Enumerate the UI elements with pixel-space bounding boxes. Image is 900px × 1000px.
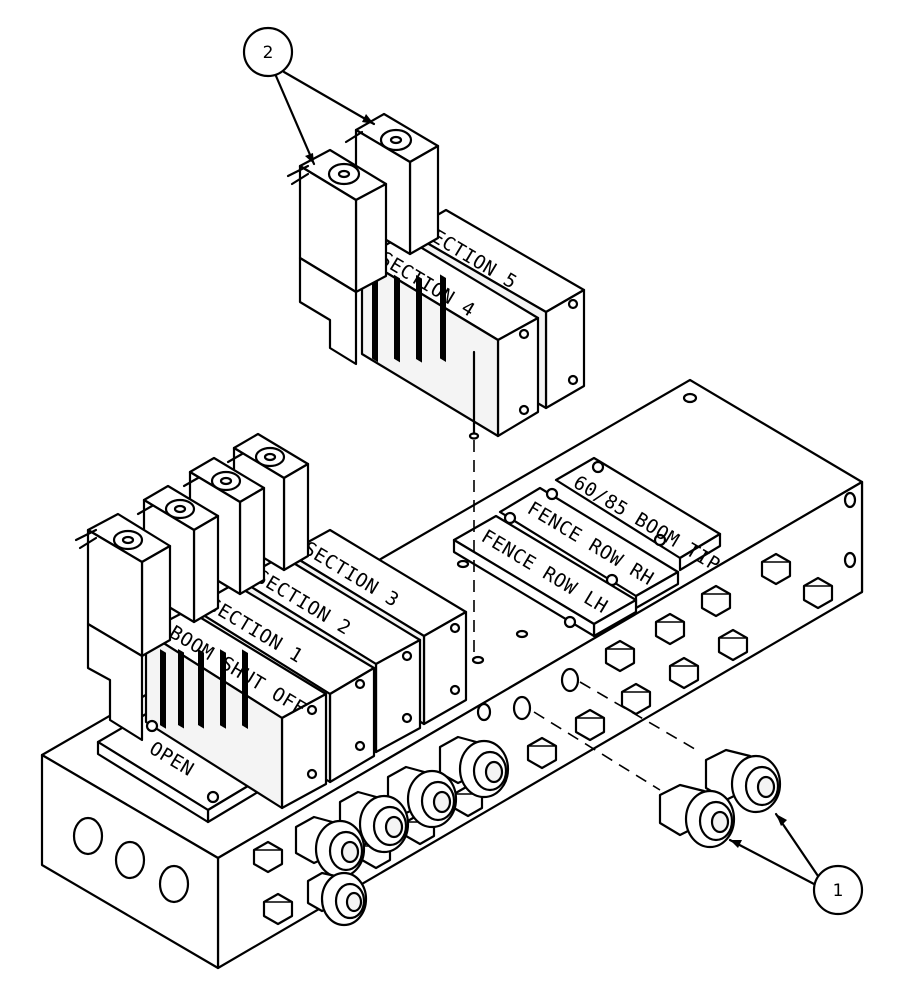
hex-plugs: [252, 552, 834, 926]
mounting-hole: [515, 629, 529, 639]
manifold-left-face: [40, 753, 220, 970]
assembly-lines: [473, 440, 701, 791]
port-hole: [843, 551, 857, 569]
end-port-3: [158, 864, 190, 904]
arrowhead: [362, 114, 374, 124]
hex-plug: [526, 736, 558, 770]
hex-plug: [700, 584, 732, 618]
hex-plug: [262, 892, 294, 926]
callout-2: 2: [242, 26, 376, 166]
left-valve-stack: OPEN SECTION 3 SECTION 2 SECTIO: [74, 432, 468, 824]
hex-plug: [760, 552, 792, 586]
hex-plug: [717, 628, 749, 662]
hex-plug: [668, 656, 700, 690]
solenoid-top-1: [286, 148, 388, 294]
push-in-fittings: [294, 735, 510, 927]
callout-2-number: 2: [263, 43, 274, 63]
port-hole: [476, 702, 492, 722]
solenoid-adapter: [86, 622, 144, 742]
port-hole: [843, 491, 857, 509]
mounting-hole: [471, 655, 485, 665]
callout-2-circle: [242, 26, 294, 78]
push-in-fitting: [704, 748, 782, 814]
valve-section-4: SECTION 4: [360, 234, 540, 438]
solenoid-adapter: [298, 256, 358, 366]
callout-1-circle: [812, 864, 864, 916]
assembly-line: [579, 681, 701, 753]
top-valve-stack: SECTION 5 SECTION 4: [286, 112, 586, 440]
push-in-fitting: [306, 871, 368, 927]
leader-line: [774, 812, 820, 878]
hex-plug: [252, 840, 284, 874]
push-in-fitting: [658, 783, 736, 849]
leader-line: [282, 70, 376, 126]
valve-boom-shut-off: BOOM SHUT OFF: [144, 608, 328, 810]
hex-plug: [802, 576, 834, 610]
arrowhead: [305, 153, 314, 164]
port-hole: [560, 667, 580, 693]
callout-1: 1: [728, 812, 864, 916]
leader-line: [274, 74, 316, 166]
label-plates: 60/85 BOOM TIP FENCE ROW RH FENCE ROW LH: [452, 456, 724, 638]
exploded-fittings: [658, 748, 782, 849]
leader-line: [728, 838, 816, 886]
arrowhead: [730, 840, 742, 848]
end-port-2: [114, 840, 146, 880]
push-in-fitting: [438, 735, 510, 799]
hex-plug: [620, 682, 652, 716]
mounting-hole: [682, 392, 698, 404]
mounting-hole: [456, 559, 470, 569]
end-port-1: [72, 816, 104, 856]
push-in-fitting: [338, 790, 410, 854]
hex-plug: [604, 639, 636, 673]
solenoid-left-1: [74, 512, 172, 658]
hex-plug: [574, 708, 606, 742]
port-hole: [512, 695, 532, 721]
assembly-line: [533, 711, 661, 791]
callout-1-number: 1: [833, 881, 844, 901]
plate-screw: [206, 790, 220, 804]
hex-plug: [654, 612, 686, 646]
arrowhead: [776, 814, 787, 826]
